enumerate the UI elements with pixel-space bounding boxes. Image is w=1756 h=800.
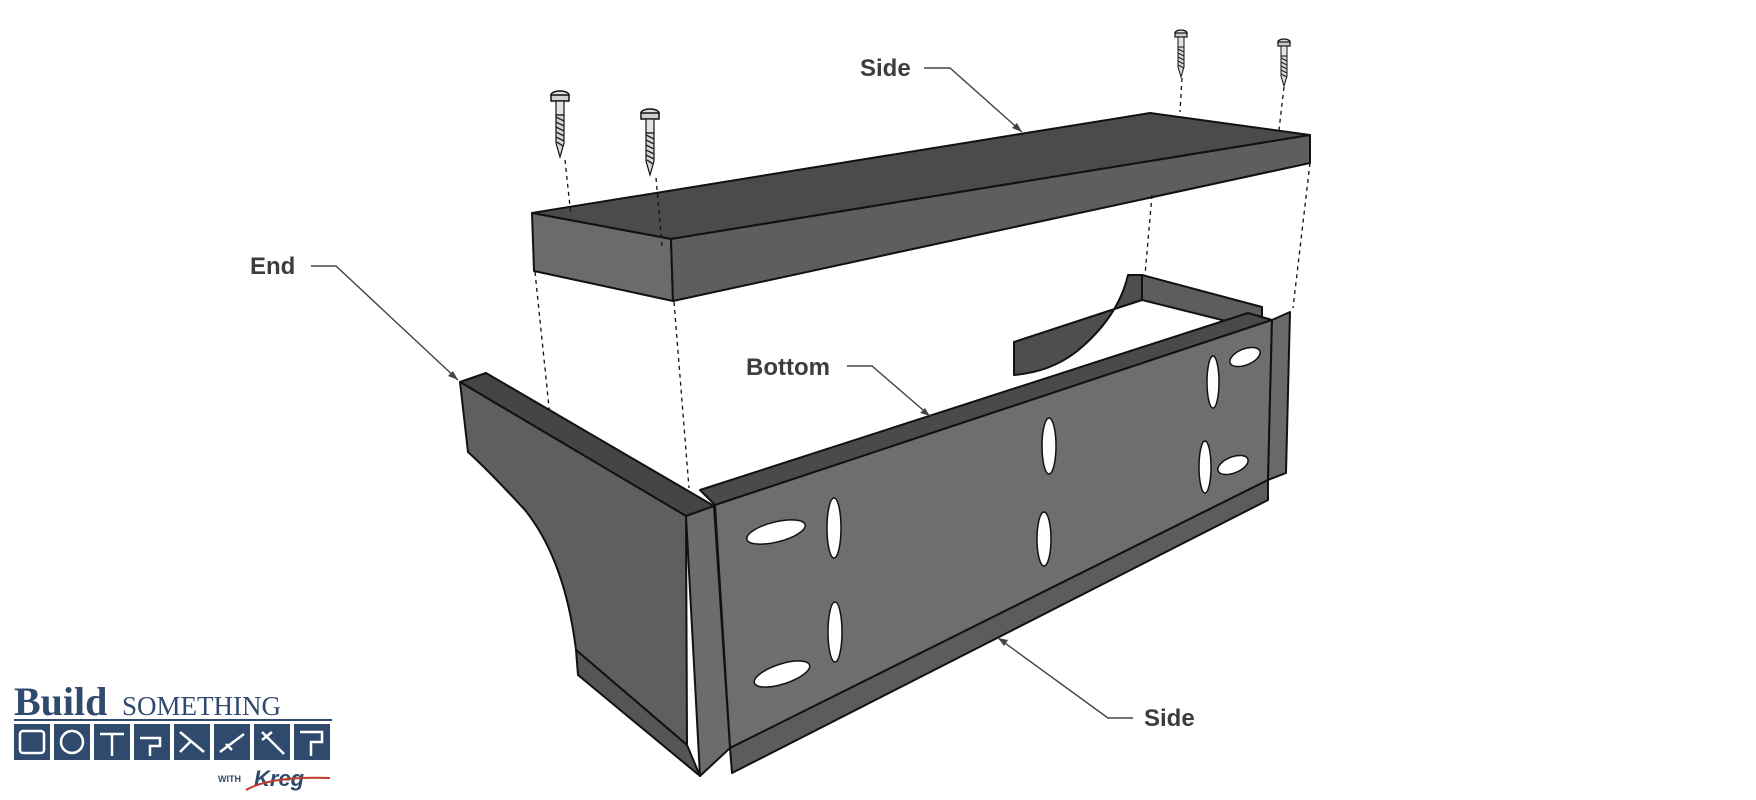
label-end: End — [250, 253, 459, 381]
screw-icon — [1174, 29, 1188, 78]
svg-text:End: End — [250, 253, 295, 280]
brush-icon — [261, 731, 285, 755]
screw-icon — [640, 108, 660, 176]
pocket-hole — [1229, 346, 1261, 368]
pocket-hole — [1217, 454, 1249, 476]
end-board-front — [459, 372, 731, 777]
pocket-hole — [753, 660, 811, 688]
roller-icon — [300, 730, 324, 756]
screw-icon — [550, 90, 570, 158]
level-icon — [219, 733, 245, 753]
buildsomething-kreg-logo: Build SOMETHING WITH Kreg — [14, 679, 332, 791]
pocket-hole — [1206, 355, 1220, 409]
hammer-icon — [100, 732, 124, 756]
svg-text:Side: Side — [1144, 705, 1195, 732]
tape-measure-icon — [18, 729, 46, 755]
svg-text:Build: Build — [14, 679, 107, 724]
svg-text:SOMETHING: SOMETHING — [122, 691, 281, 721]
assembly-guide-lines — [534, 77, 1311, 489]
side-board-front — [714, 311, 1291, 774]
pocket-hole — [1036, 511, 1052, 567]
saw-blade-icon — [59, 729, 85, 755]
screw-icon — [1277, 38, 1291, 87]
svg-text:Bottom: Bottom — [746, 354, 830, 381]
drill-icon — [140, 736, 162, 756]
pocket-hole — [1041, 417, 1057, 475]
svg-text:WITH: WITH — [218, 774, 241, 784]
pocket-hole — [826, 497, 842, 559]
pocket-hole — [827, 601, 843, 663]
side-board-top — [531, 112, 1311, 302]
clamp-icon — [179, 731, 205, 753]
label-side-top: Side — [860, 55, 1023, 133]
pocket-hole — [1198, 440, 1212, 494]
label-side-bottom: Side — [997, 637, 1195, 732]
leader-arrowheads — [448, 123, 1022, 646]
svg-text:Side: Side — [860, 55, 911, 82]
pocket-holes — [746, 346, 1261, 688]
pocket-hole — [746, 519, 806, 545]
label-bottom: Bottom — [746, 354, 931, 417]
end-board-back — [1013, 274, 1263, 376]
